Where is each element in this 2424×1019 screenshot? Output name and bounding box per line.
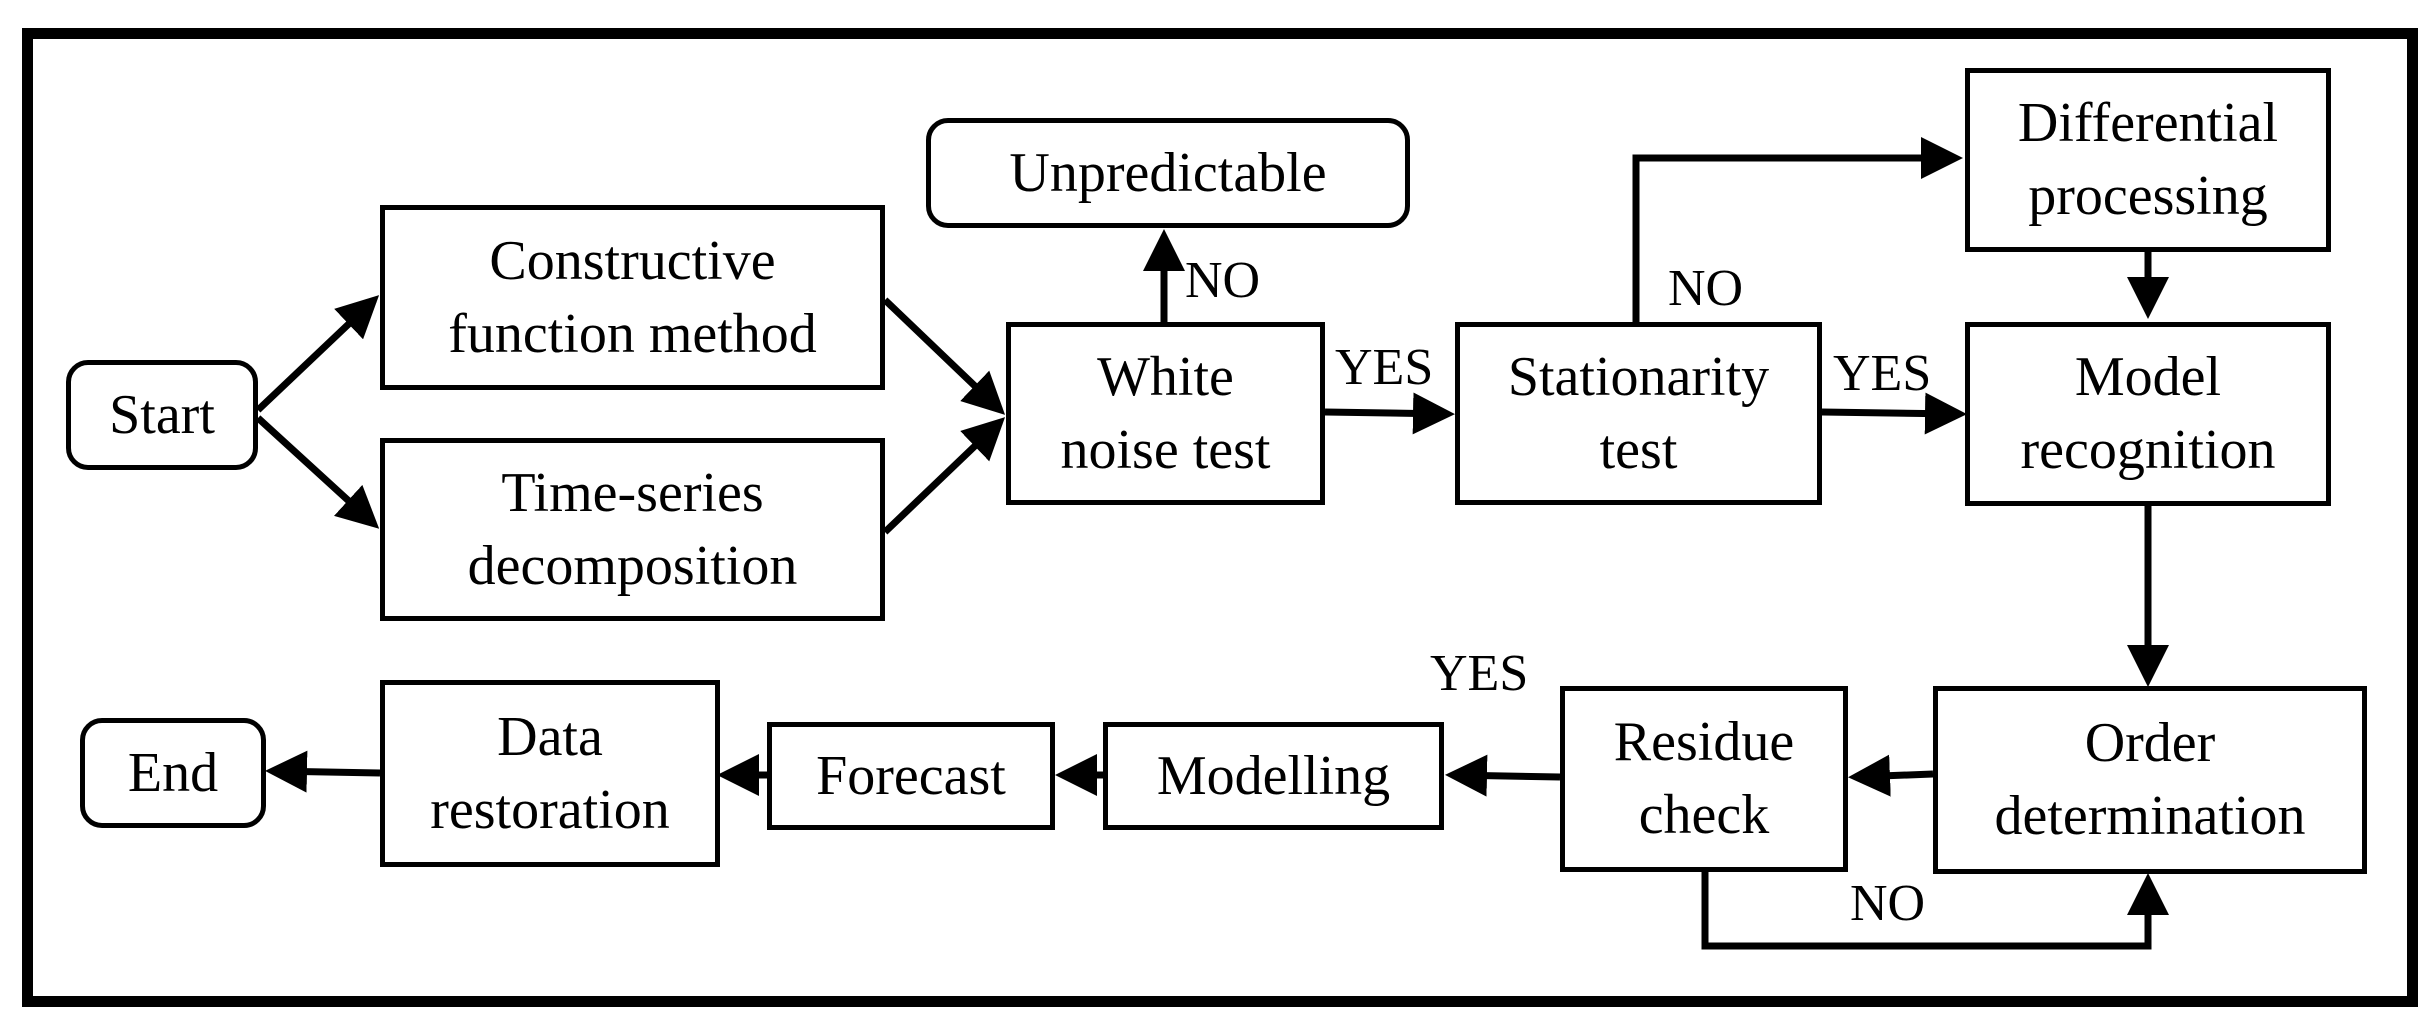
node-start: Start (66, 360, 258, 470)
node-white-noise-test: White noise test (1006, 322, 1325, 505)
node-differential-processing: Differential processing (1965, 68, 2331, 252)
label-stationarity-yes: YES (1833, 345, 1932, 402)
arrow-timeseries-to-whitenoise (882, 417, 1006, 535)
arrow-stationarity-to-model (1821, 392, 1967, 435)
label-residue-yes: YES (1430, 645, 1529, 702)
node-end: End (80, 718, 266, 828)
arrow-restoration-to-end (265, 750, 381, 793)
arrow-stationarity-to-differential (1632, 137, 1963, 322)
node-time-series-decomposition: Time-series decomposition (380, 438, 885, 621)
node-unpredictable: Unpredictable (926, 118, 1410, 228)
label-stationarity-no: NO (1668, 260, 1744, 317)
node-constructive-function-method: Constructive function method (380, 205, 885, 390)
node-forecast: Forecast (767, 722, 1055, 830)
arrow-whitenoise-to-stationarity (1324, 392, 1455, 435)
arrow-residue-to-order-no (1701, 872, 2169, 950)
arrow-start-to-timeseries (255, 415, 380, 529)
node-model-recognition: Model recognition (1965, 322, 2331, 506)
node-residue-check: Residue check (1560, 686, 1848, 872)
label-whitenoise-no: NO (1185, 252, 1261, 309)
label-residue-no: NO (1850, 875, 1926, 932)
label-whitenoise-yes: YES (1335, 339, 1434, 396)
arrow-order-to-residue (1848, 754, 1934, 797)
arrow-constructive-to-whitenoise (882, 297, 1006, 415)
node-order-determination: Order determination (1933, 686, 2367, 874)
arrow-residue-to-modelling (1445, 754, 1561, 797)
diagram-frame (22, 28, 2418, 1007)
node-stationarity-test: Stationarity test (1455, 322, 1822, 505)
node-data-restoration: Data restoration (380, 680, 720, 867)
arrow-start-to-constructive (255, 295, 380, 413)
node-modelling: Modelling (1103, 722, 1444, 830)
